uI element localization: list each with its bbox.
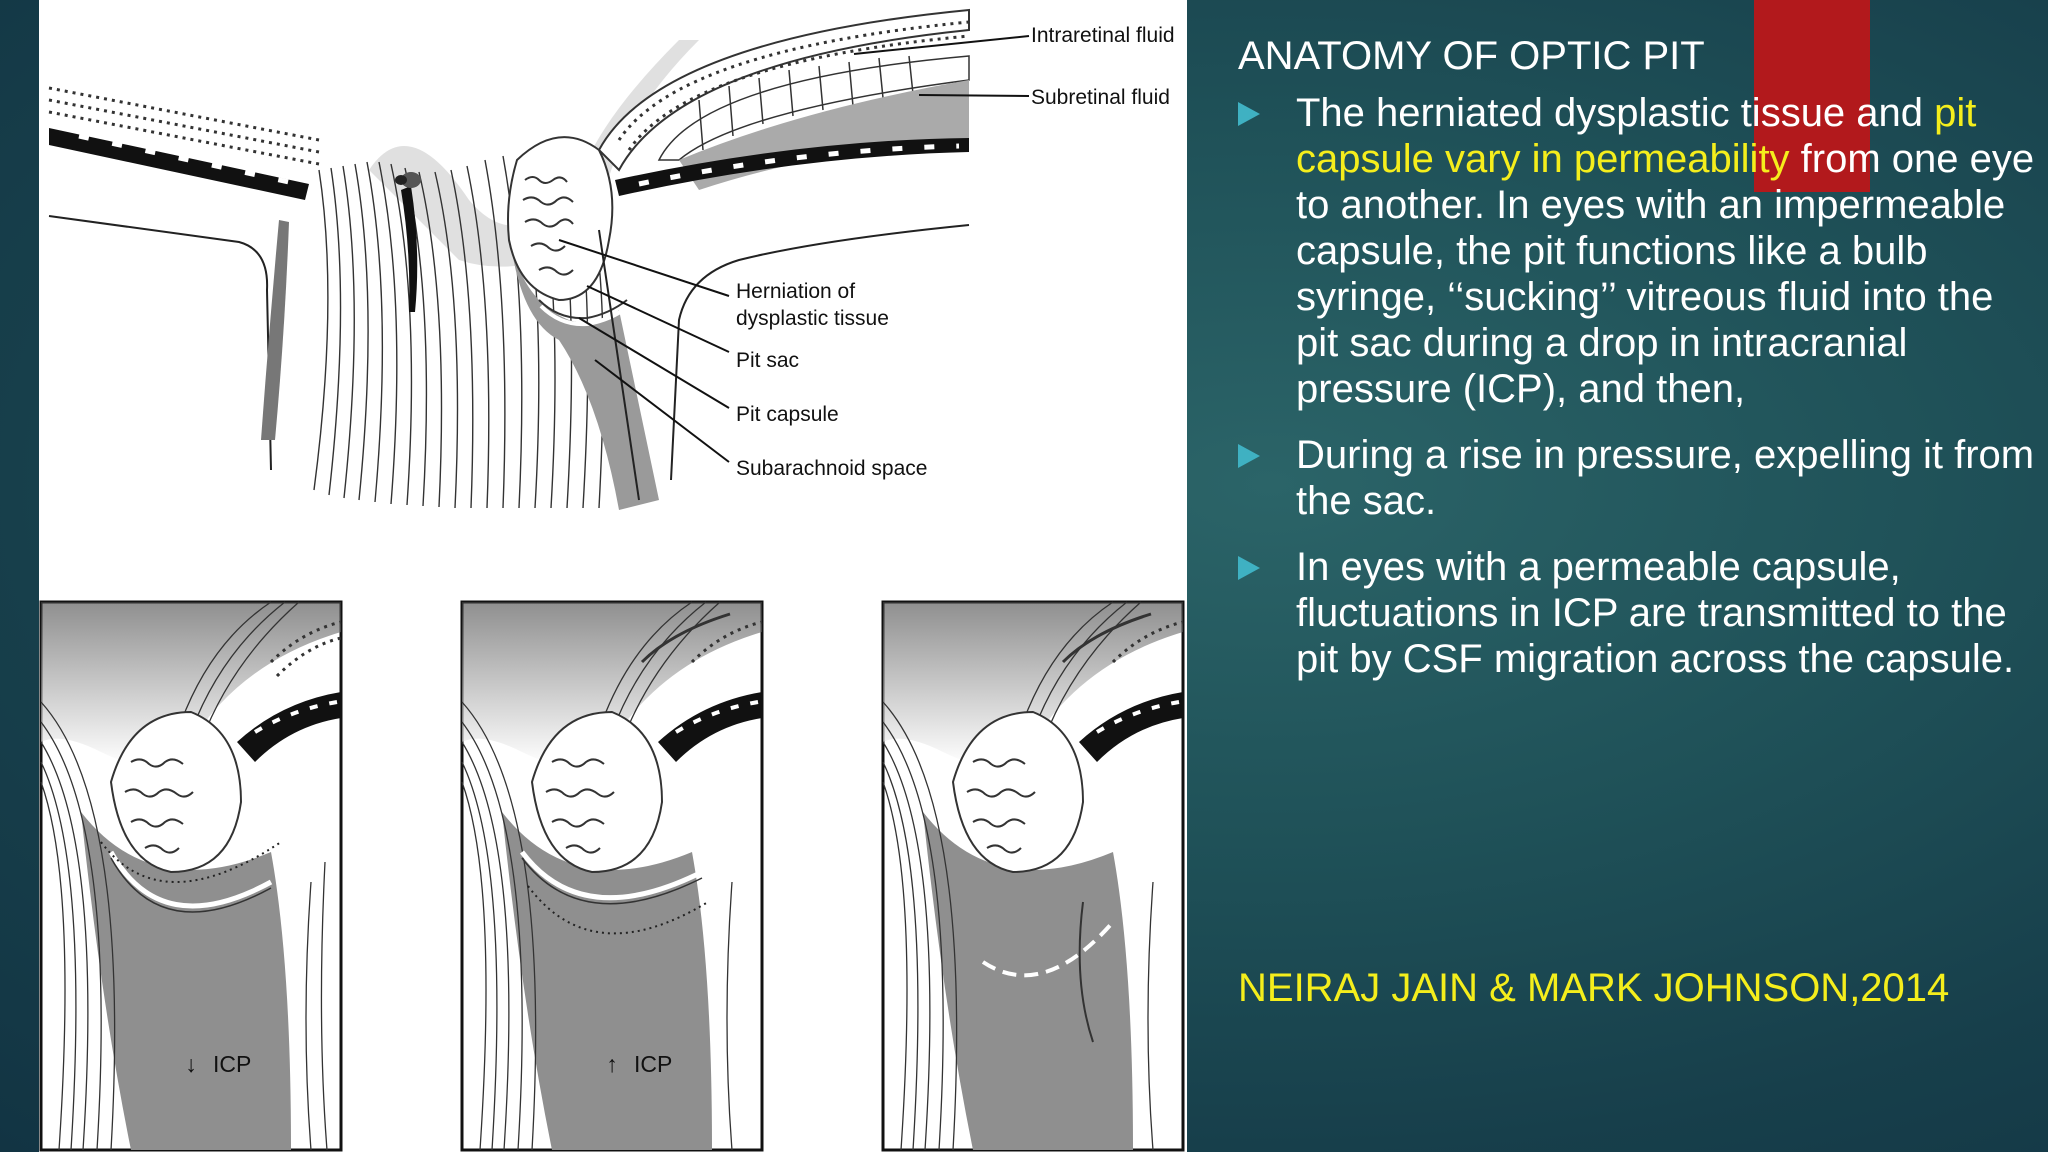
bullet-2: During a rise in pressure, expelling it …	[1238, 432, 2038, 524]
label-subarachnoid-space: Subarachnoid space	[736, 457, 927, 480]
label-intraretinal-fluid: Intraretinal fluid	[1031, 24, 1175, 47]
bullet-3: In eyes with a permeable capsule, fluctu…	[1238, 544, 2038, 682]
bullet-arrow-icon	[1238, 556, 1260, 580]
red-accent-bar	[1754, 0, 1870, 192]
panel-3	[881, 600, 1185, 1152]
bullet-1-text-pre: The herniated dysplastic tissue and	[1296, 91, 1935, 135]
citation: NEIRAJ JAIN & MARK JOHNSON,2014	[1238, 966, 1950, 1010]
label-pit-capsule: Pit capsule	[736, 403, 839, 426]
top-diagram: Intraretinal fluid Subretinal fluid Hern…	[48, 8, 1175, 510]
bullet-3-text: In eyes with a permeable capsule, fluctu…	[1296, 545, 2015, 681]
panel-2-icp-arrow: ↑	[606, 1051, 618, 1077]
text-content: ANATOMY OF OPTIC PIT The herniated dyspl…	[1238, 30, 2038, 702]
bullet-1-text-post: from one eye to another. In eyes with an…	[1296, 137, 2035, 411]
optic-pit-figure: Intraretinal fluid Subretinal fluid Hern…	[39, 0, 1187, 1152]
panel-1-icp-label: ICP	[213, 1051, 251, 1077]
bullet-1: The herniated dysplastic tissue and pit …	[1238, 90, 2038, 412]
panel-1: ↓ ICP	[39, 600, 343, 1152]
panel-2-icp-label: ICP	[634, 1051, 672, 1077]
label-herniation-line2: dysplastic tissue	[736, 307, 889, 330]
label-pit-sac: Pit sac	[736, 349, 799, 372]
panel-1-icp-arrow: ↓	[185, 1051, 197, 1077]
bullet-2-text: During a rise in pressure, expelling it …	[1296, 433, 2035, 523]
slide-title: ANATOMY OF OPTIC PIT	[1238, 34, 1705, 78]
panel-2: ↑ ICP	[460, 600, 764, 1152]
label-subretinal-fluid: Subretinal fluid	[1031, 86, 1170, 109]
label-herniation-line1: Herniation of	[736, 280, 855, 303]
bullet-arrow-icon	[1238, 444, 1260, 468]
bullet-arrow-icon	[1238, 102, 1260, 126]
bullet-1-highlight: pit capsule vary in permeability	[1296, 91, 1977, 181]
